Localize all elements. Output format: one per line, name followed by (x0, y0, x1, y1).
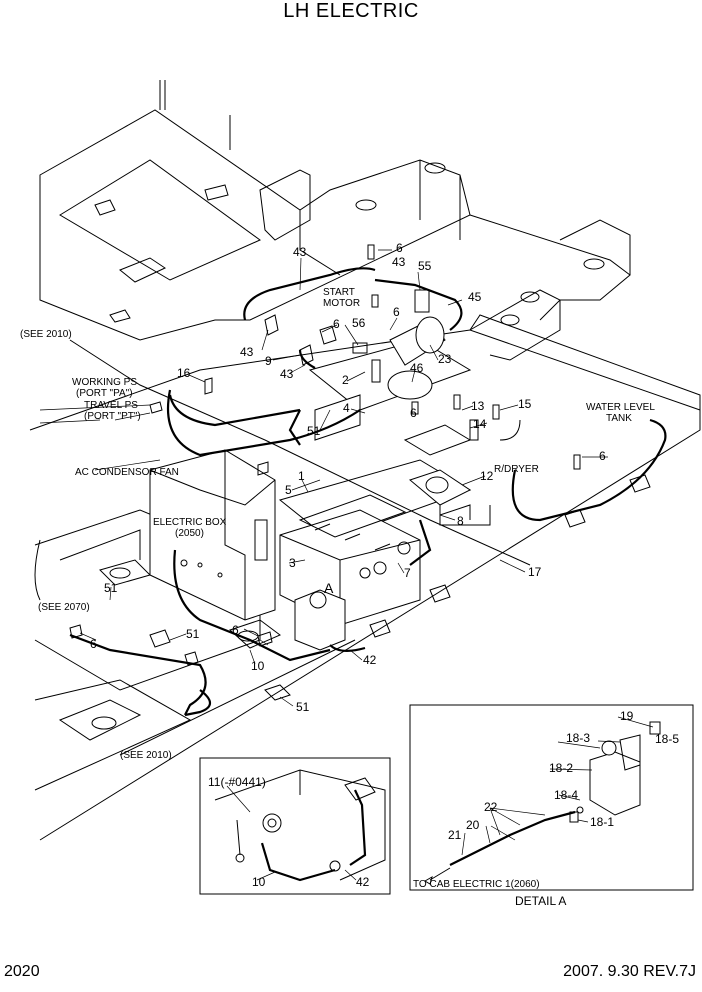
note-water-level-1: WATER LEVEL (586, 402, 655, 413)
detail-a-marker: A (324, 580, 334, 596)
label-part-6f: 6 (90, 637, 97, 651)
note-electric-box-2: (2050) (175, 528, 204, 539)
label-part-51a: 51 (307, 424, 321, 438)
label-part-9: 9 (265, 354, 272, 368)
label-part-6b: 6 (393, 305, 400, 319)
label-part-2: 2 (342, 373, 349, 387)
label-part-17: 17 (528, 565, 542, 579)
label-part-45: 45 (468, 290, 482, 304)
note-see-2010-bottom: (SEE 2010) (120, 750, 172, 761)
detail-a-caption: DETAIL A (515, 894, 566, 908)
label-part-51b: 51 (104, 581, 118, 595)
label-part-18-4: 18-4 (554, 788, 578, 802)
leader-lines (39, 249, 608, 707)
label-part-55: 55 (418, 259, 432, 273)
label-part-18-3: 18-3 (566, 731, 590, 745)
label-part-6g: 6 (232, 623, 239, 637)
label-part-23: 23 (438, 352, 452, 366)
note-see-2010-top: (SEE 2010) (20, 329, 72, 340)
note-working-ps-1: WORKING PS (72, 377, 137, 388)
label-part-56: 56 (352, 316, 366, 330)
page-title: LH ELECTRIC (283, 0, 419, 22)
label-part-46: 46 (410, 361, 424, 375)
label-part-43d: 43 (280, 367, 294, 381)
label-part-19: 19 (620, 709, 634, 723)
note-electric-box-1: ELECTRIC BOX (153, 517, 227, 528)
label-part-18-5: 18-5 (655, 732, 679, 746)
label-part-6d: 6 (410, 406, 417, 420)
note-r-dryer: R/DRYER (494, 464, 539, 475)
label-part-16: 16 (177, 366, 191, 380)
label-part-43c: 43 (240, 345, 254, 359)
label-part-14: 14 (473, 417, 487, 431)
label-part-3: 3 (289, 556, 296, 570)
note-start-motor-2: MOTOR (323, 298, 360, 309)
label-part-18-2: 18-2 (549, 761, 573, 775)
label-part-6c: 6 (333, 317, 340, 331)
note-travel-ps-1: TRAVEL PS (84, 400, 138, 411)
label-part-6e: 6 (599, 449, 606, 463)
label-part-18-1: 18-1 (590, 815, 614, 829)
note-water-level-2: TANK (606, 413, 632, 424)
note-see-2070: (SEE 2070) (38, 602, 90, 613)
page-number: 2020 (4, 963, 40, 980)
label-part-42-inset: 42 (356, 875, 370, 889)
inset-part-11 (199, 757, 391, 895)
label-part-5: 5 (285, 483, 292, 497)
label-part-13: 13 (471, 399, 485, 413)
label-part-22: 22 (484, 800, 498, 814)
label-part-43a: 43 (293, 245, 307, 259)
label-part-21: 21 (448, 828, 462, 842)
revision-date: 2007. 9.30 REV.7J (563, 963, 696, 980)
washer-tank-A (294, 589, 346, 651)
label-part-20: 20 (466, 818, 480, 832)
label-part-6a: 6 (396, 241, 403, 255)
upper-frame (39, 80, 631, 361)
label-part-8: 8 (457, 514, 464, 528)
label-part-51d: 51 (296, 700, 310, 714)
label-part-1: 1 (298, 469, 305, 483)
note-to-cab: TO CAB ELECTRIC 1(2060) (413, 879, 540, 890)
label-part-11: 11(-#0441) (208, 775, 266, 789)
labels: 43 6 43 55 45 6 56 43 9 43 6 2 46 23 16 … (20, 241, 679, 908)
label-part-43b: 43 (392, 255, 406, 269)
start-motor (387, 316, 446, 400)
label-part-15: 15 (518, 397, 532, 411)
note-working-ps-2: (PORT "PA") (76, 388, 133, 399)
label-part-10: 10 (251, 659, 265, 673)
label-part-51c: 51 (186, 627, 200, 641)
label-part-10-inset: 10 (252, 875, 266, 889)
label-part-4: 4 (343, 401, 350, 415)
label-part-7: 7 (404, 566, 411, 580)
note-start-motor-1: START (323, 287, 355, 298)
label-part-42: 42 (363, 653, 377, 667)
inset-detail-a (409, 704, 694, 891)
note-travel-ps-2: (PORT "PT") (84, 411, 141, 422)
electric-box (149, 449, 276, 621)
note-ac-condenser-fan: AC CONDENSOR FAN (75, 467, 179, 478)
label-part-12: 12 (480, 469, 494, 483)
